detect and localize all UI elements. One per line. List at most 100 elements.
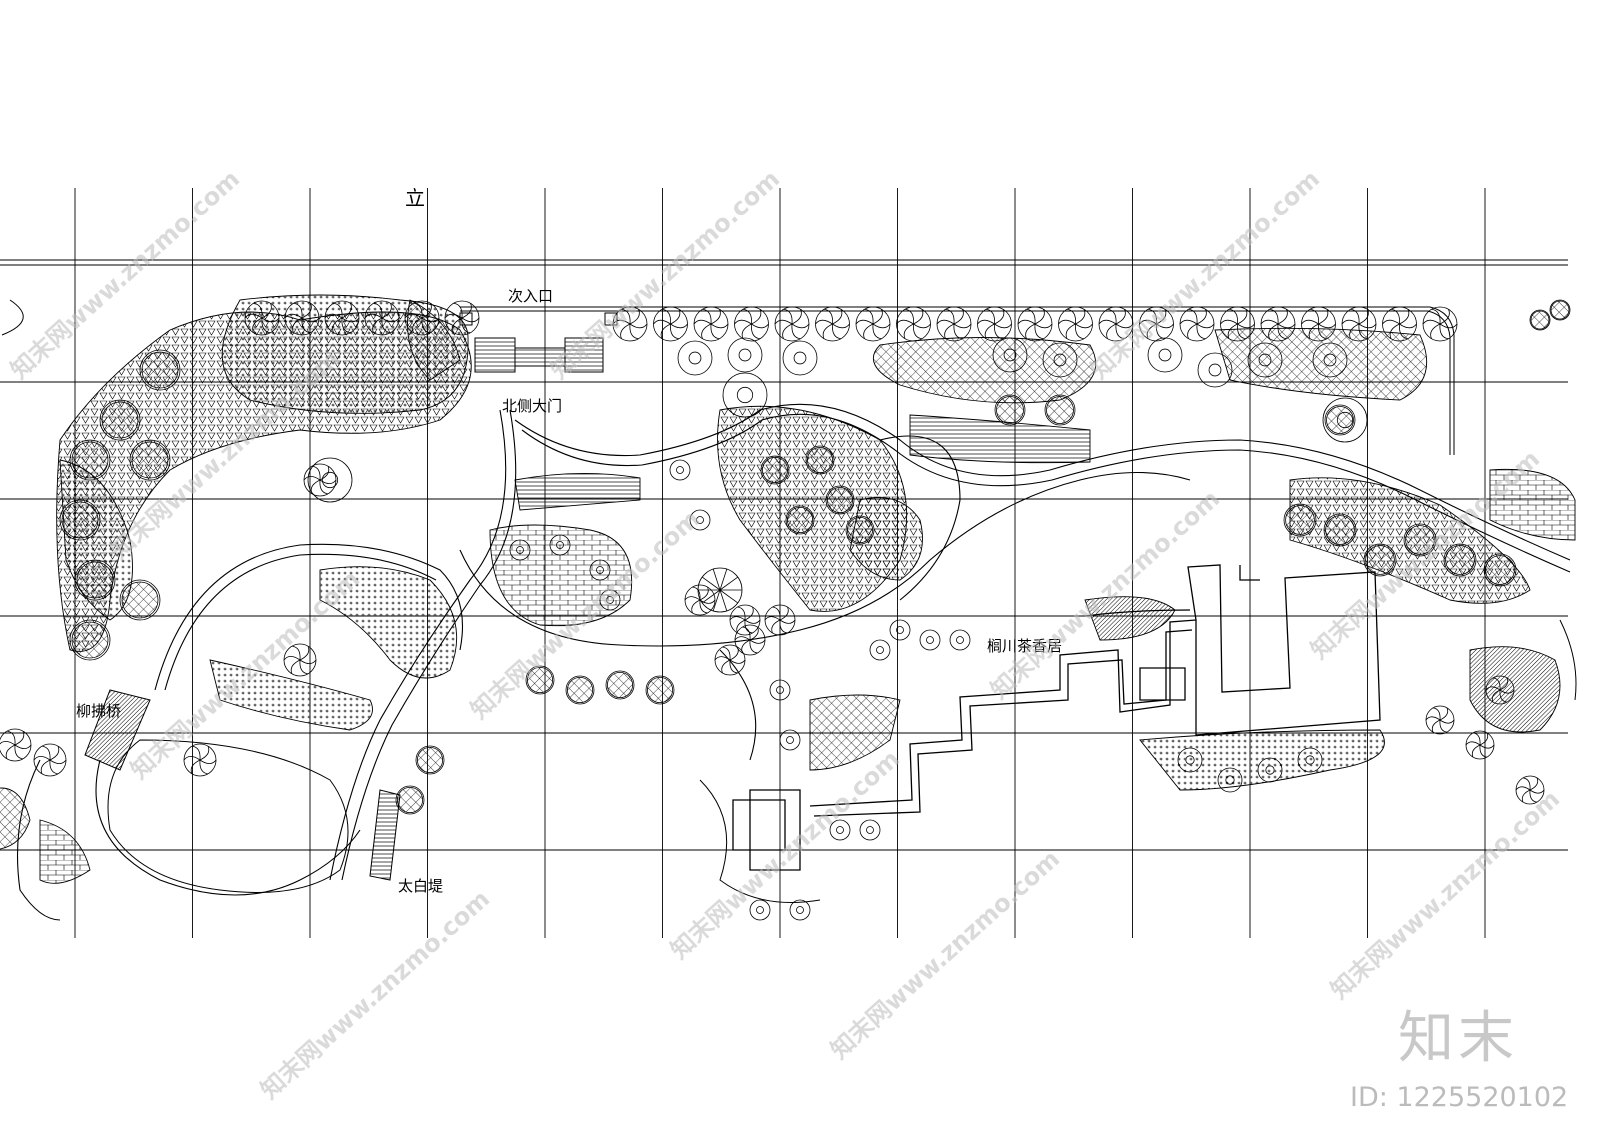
plan-labels: 次入口 北侧大门 柳拂桥 太白堤 榈川茶香居 立 bbox=[76, 186, 1062, 895]
tree-symbol bbox=[785, 505, 815, 535]
tree-symbol bbox=[1529, 309, 1551, 331]
tree-symbol bbox=[404, 300, 440, 336]
tree-symbol bbox=[1017, 306, 1053, 342]
tree-symbol bbox=[324, 300, 360, 336]
tree-symbol bbox=[845, 515, 875, 545]
tree-symbol bbox=[1324, 404, 1356, 436]
tree-symbol bbox=[1297, 747, 1323, 773]
tree-symbol bbox=[612, 306, 648, 342]
tree-symbol bbox=[994, 394, 1026, 426]
tree-symbol bbox=[749, 899, 771, 921]
tree-symbol bbox=[283, 643, 317, 677]
label-tea-house: 榈川茶香居 bbox=[987, 637, 1062, 655]
tree-symbol bbox=[1177, 747, 1203, 773]
tree-symbol bbox=[1058, 306, 1093, 342]
tree-symbol bbox=[859, 819, 881, 841]
tree-symbol bbox=[119, 579, 161, 621]
tree-symbol bbox=[549, 534, 571, 556]
tree-symbol bbox=[1515, 775, 1545, 805]
watermark-text: 知末网www.znzmo.com bbox=[825, 845, 1065, 1065]
watermark-text: 知末网www.znzmo.com bbox=[665, 745, 905, 965]
tree-symbol bbox=[69, 439, 111, 481]
tree-symbol bbox=[1179, 306, 1215, 342]
tree-symbol bbox=[1443, 543, 1477, 577]
tree-symbol bbox=[1425, 705, 1455, 735]
tree-symbol bbox=[1322, 397, 1368, 443]
tree-symbol bbox=[782, 340, 818, 376]
tree-symbol bbox=[774, 306, 810, 342]
watermark-text: 知末网www.znzmo.com bbox=[125, 565, 365, 785]
tree-symbol bbox=[1260, 306, 1296, 342]
tree-symbol bbox=[1283, 503, 1317, 537]
tree-symbol bbox=[815, 306, 850, 342]
tree-symbol bbox=[1549, 299, 1571, 321]
tree-symbol bbox=[525, 665, 555, 695]
tree-symbol bbox=[789, 899, 811, 921]
trees bbox=[0, 299, 1571, 921]
tree-symbol bbox=[977, 306, 1012, 342]
label-north-gate: 北侧大门 bbox=[502, 397, 562, 415]
tree-symbol bbox=[1301, 306, 1336, 342]
north-gate-structure bbox=[459, 312, 618, 373]
tea-house-building bbox=[732, 564, 1381, 871]
tree-symbol bbox=[59, 499, 101, 541]
bridges bbox=[84, 689, 401, 881]
tree-symbol bbox=[919, 629, 941, 651]
tree-symbol bbox=[1341, 306, 1377, 342]
label-corner-mark: 立 bbox=[405, 186, 425, 210]
tree-symbol bbox=[992, 337, 1028, 373]
water-edges bbox=[107, 619, 1577, 903]
tree-symbol bbox=[1257, 757, 1283, 783]
tree-symbol bbox=[896, 306, 931, 342]
watermark-text: 知末网www.znzmo.com bbox=[255, 885, 495, 1105]
tree-symbol bbox=[779, 729, 801, 751]
tree-symbol bbox=[69, 619, 111, 661]
label-taibai-dike: 太白堤 bbox=[398, 877, 443, 895]
tree-symbol bbox=[734, 306, 769, 342]
tree-symbol bbox=[99, 399, 141, 441]
tree-symbol bbox=[139, 349, 181, 391]
tree-symbol bbox=[364, 300, 400, 336]
tree-symbol bbox=[1363, 543, 1397, 577]
tree-symbol bbox=[1197, 352, 1233, 388]
tree-symbol bbox=[722, 372, 768, 418]
tree-symbol bbox=[1422, 306, 1458, 342]
tree-symbol bbox=[1323, 513, 1357, 547]
tree-symbol bbox=[1483, 553, 1517, 587]
tree-symbol bbox=[444, 300, 480, 336]
watermark-text: 知末网www.znzmo.com bbox=[1325, 785, 1565, 1005]
tree-symbol bbox=[1382, 306, 1417, 342]
tree-symbol bbox=[74, 559, 116, 601]
tree-symbol bbox=[936, 306, 972, 342]
tree-symbol bbox=[764, 604, 796, 636]
tree-symbol bbox=[1042, 342, 1078, 378]
document-id: ID: 1225520102 bbox=[1350, 1082, 1569, 1113]
tree-symbol bbox=[599, 589, 621, 611]
tree-symbol bbox=[714, 644, 746, 676]
tree-symbol bbox=[693, 306, 729, 342]
tree-symbol bbox=[869, 639, 891, 661]
tree-symbol bbox=[307, 457, 353, 503]
tree-symbol bbox=[589, 559, 611, 581]
watermark-text: 知末网www.znzmo.com bbox=[545, 165, 785, 385]
tree-symbol bbox=[509, 539, 531, 561]
tree-symbol bbox=[1485, 675, 1515, 705]
tree-symbol bbox=[769, 679, 791, 701]
tree-symbol bbox=[1147, 337, 1183, 373]
tree-symbol bbox=[1044, 394, 1076, 426]
tree-symbol bbox=[183, 743, 217, 777]
tree-symbol bbox=[653, 306, 688, 342]
tree-symbol bbox=[1403, 523, 1437, 557]
tree-symbol bbox=[1247, 342, 1283, 378]
tree-symbol bbox=[1217, 767, 1243, 793]
tree-symbol bbox=[805, 445, 835, 475]
tree-symbol bbox=[734, 624, 766, 656]
tree-symbol bbox=[1312, 342, 1348, 378]
tree-symbol bbox=[729, 604, 761, 636]
tree-symbol bbox=[689, 509, 711, 531]
tree-symbol bbox=[889, 619, 911, 641]
label-secondary-entrance: 次入口 bbox=[508, 287, 553, 305]
tree-symbol bbox=[0, 728, 32, 762]
tree-symbol bbox=[1220, 306, 1255, 342]
